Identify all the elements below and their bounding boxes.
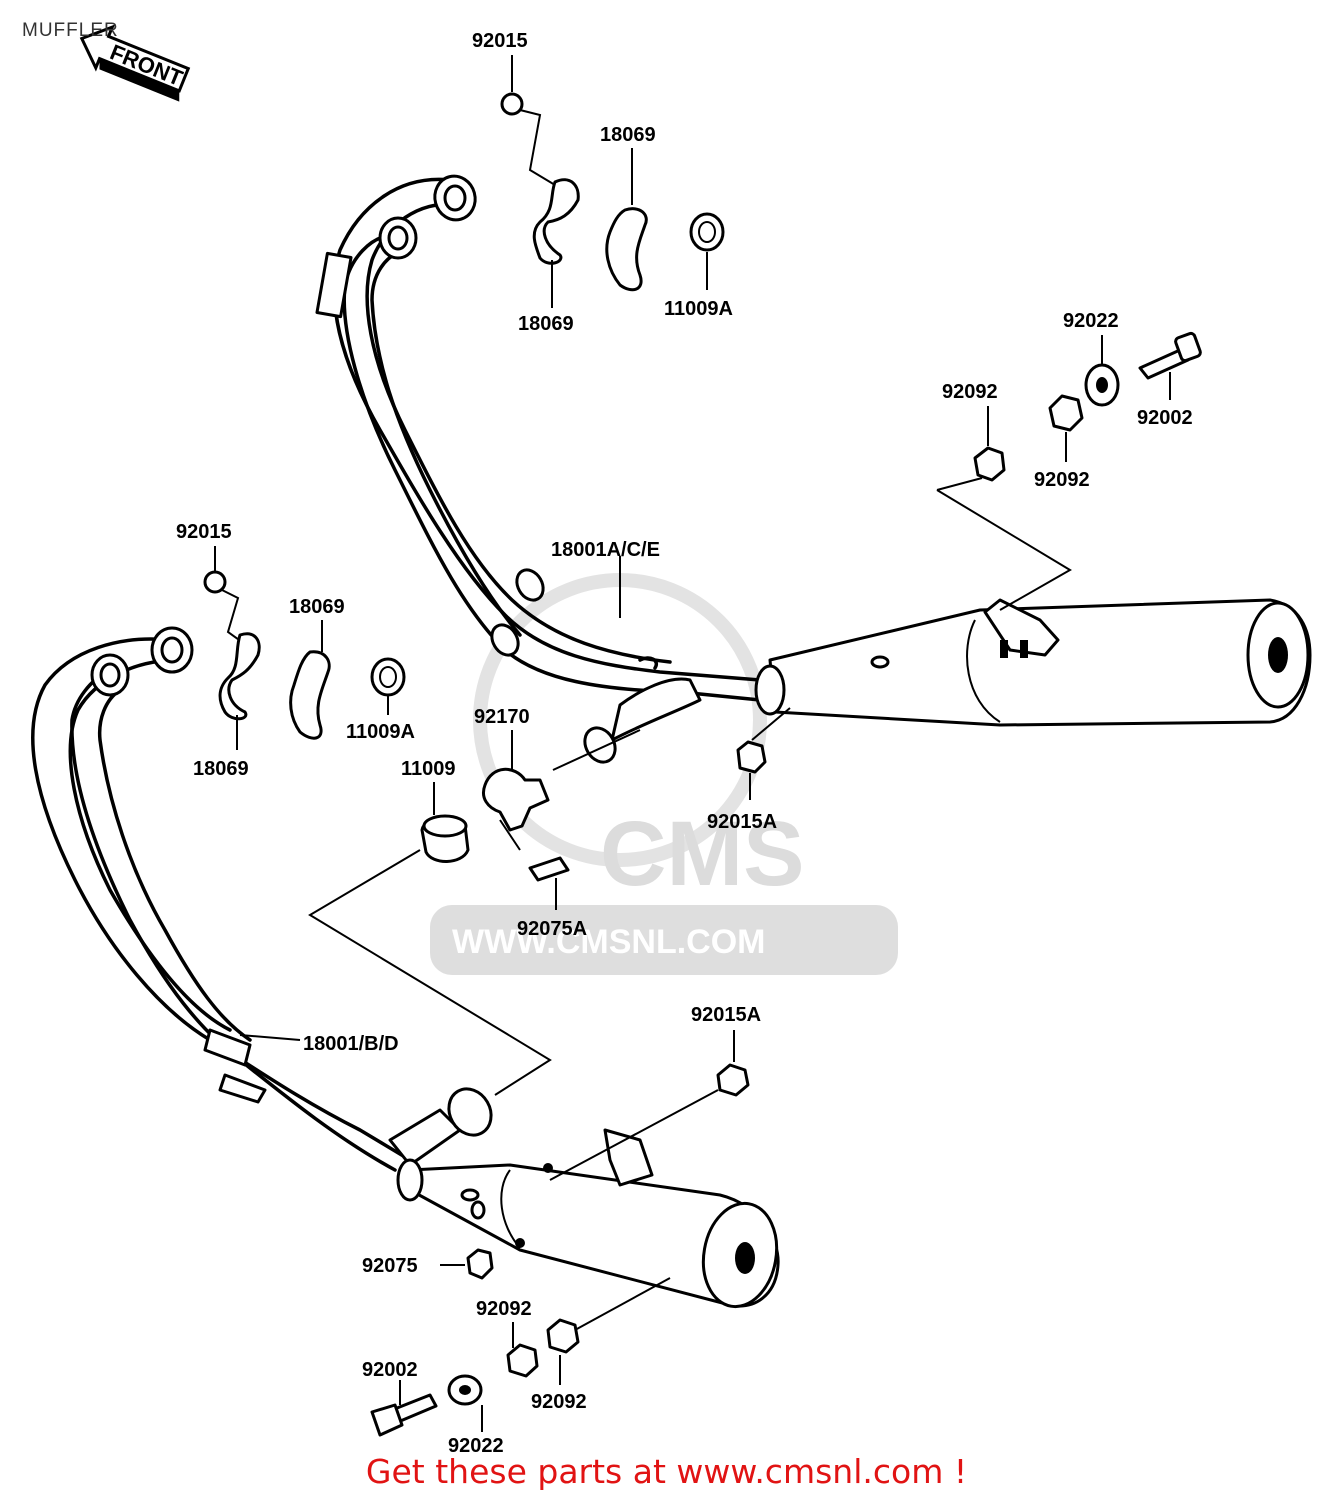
key-icon	[528, 856, 570, 882]
nut-icon	[973, 446, 1006, 482]
flange-clamp-icon	[218, 632, 261, 721]
part-callout[interactable]: 18001/B/D	[303, 1033, 399, 1055]
part-callout[interactable]: 92092	[476, 1298, 532, 1320]
part-callout[interactable]: 11009	[401, 758, 456, 780]
upper-mount-hardware	[973, 331, 1202, 482]
nut-icon	[506, 1343, 539, 1378]
watermark: CMS WWW.CMSNL.COM	[430, 573, 898, 975]
flange-clamp-icon	[289, 650, 331, 740]
part-callout[interactable]: 18069	[289, 596, 345, 618]
part-callout[interactable]: 92015	[176, 521, 232, 543]
callout-labels: 92015 18069 18069 11009A 92022 92092 920…	[176, 30, 1193, 1457]
part-callout[interactable]: 92170	[474, 706, 530, 728]
part-callout[interactable]: 11009A	[346, 721, 415, 743]
part-callout[interactable]: 92015A	[691, 1004, 761, 1026]
part-callout[interactable]: 92092	[1034, 469, 1090, 491]
part-callout[interactable]: 92015A	[707, 811, 777, 833]
part-callout[interactable]: 92092	[531, 1391, 587, 1413]
clamp-icon	[482, 767, 550, 832]
part-callout[interactable]: 92075	[362, 1255, 418, 1277]
part-callout[interactable]: 18069	[600, 124, 656, 146]
part-callout[interactable]: 92002	[1137, 407, 1193, 429]
lower-exhaust-pipe	[31, 626, 493, 1172]
nut-icon	[1048, 394, 1084, 432]
watermark-url: WWW.CMSNL.COM	[452, 923, 766, 961]
footer-cta[interactable]: Get these parts at www.cmsnl.com !	[0, 1452, 1327, 1491]
part-callout[interactable]: 18001A/C/E	[551, 539, 660, 561]
part-callout[interactable]: 92015	[472, 30, 528, 52]
part-callout[interactable]: 92022	[1063, 310, 1119, 332]
nut-icon	[736, 740, 767, 774]
lower-muffler	[396, 1128, 780, 1309]
part-callout[interactable]: 11009A	[664, 298, 733, 320]
nut-icon	[203, 570, 227, 594]
upper-flange-parts	[500, 92, 725, 292]
nut-icon	[466, 1248, 494, 1280]
flange-clamp-icon	[605, 207, 648, 292]
upper-exhaust-pipe	[315, 174, 762, 764]
footer-cta-text[interactable]: Get these parts at www.cmsnl.com !	[365, 1452, 968, 1491]
nut-icon	[500, 92, 524, 116]
part-callout[interactable]: 92075A	[517, 918, 587, 940]
part-callout[interactable]: 92022	[448, 1435, 504, 1457]
part-callout[interactable]: 18069	[193, 758, 249, 780]
middle-hardware	[420, 740, 767, 882]
watermark-logo: CMS	[600, 803, 804, 905]
page-title: MUFFLER	[22, 20, 119, 41]
lower-flange-parts	[203, 570, 406, 740]
upper-muffler	[754, 598, 1312, 727]
part-callout[interactable]: 92092	[942, 381, 998, 403]
watermark-url-band	[430, 905, 898, 975]
flange-clamp-icon	[532, 178, 580, 265]
part-callout[interactable]: 92002	[362, 1359, 418, 1381]
lower-mount-hardware	[370, 1063, 750, 1437]
nut-icon	[546, 1318, 580, 1354]
nut-icon	[716, 1063, 750, 1097]
part-callout[interactable]: 18069	[518, 313, 574, 335]
leader-lines	[214, 55, 1171, 1432]
